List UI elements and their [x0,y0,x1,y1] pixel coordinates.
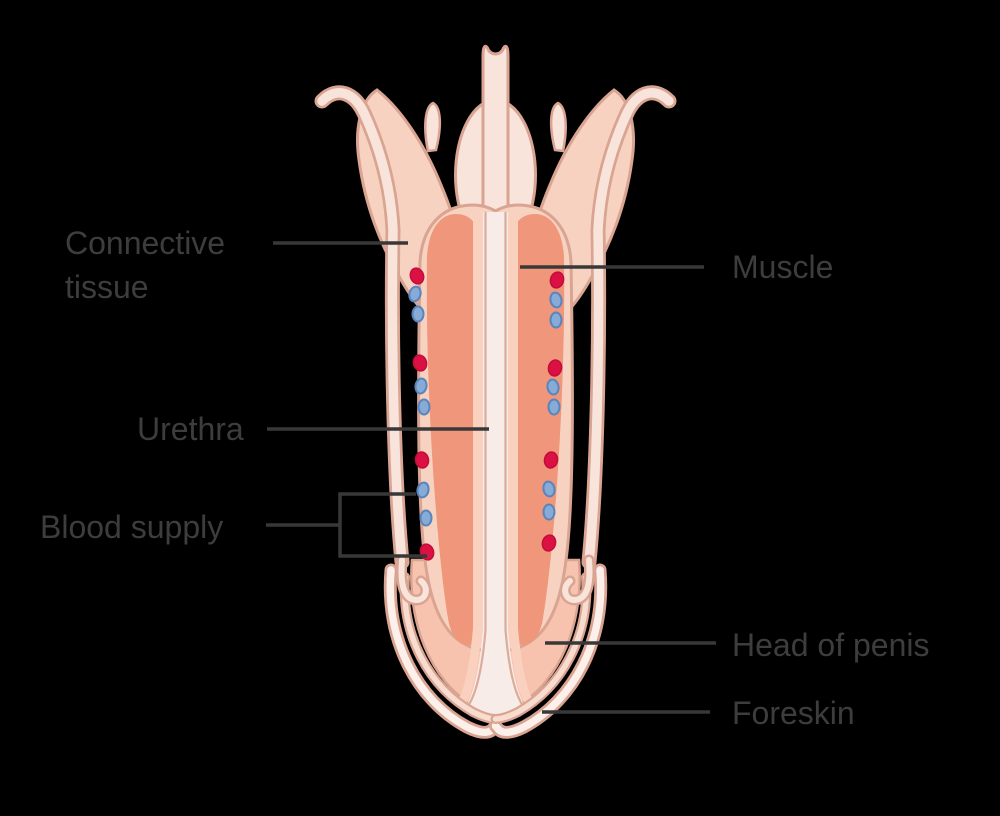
label-blood-supply: Blood supply [40,509,223,545]
urethra-channel [462,210,529,719]
blood-dot-blue [416,481,430,499]
bracket-blood-supply [338,492,427,558]
blood-dots-layer [408,267,565,561]
blood-dot-blue [411,305,425,323]
blood-dot-blue [546,378,560,396]
blood-dot-blue [542,480,556,498]
label-connective-tissue-line1: Connective [65,225,225,261]
bud-right [549,101,567,153]
label-foreskin: Foreskin [732,695,855,731]
blood-dot-blue [549,291,563,309]
urethra-tube-top [481,44,510,222]
label-urethra: Urethra [137,411,244,447]
blood-dot-red [549,271,565,289]
label-head-of-penis: Head of penis [732,627,929,663]
blood-dot-blue [417,398,431,416]
blood-dot-blue [542,503,556,521]
blood-dot-blue [408,285,422,303]
bud-left [424,101,442,153]
blood-dot-red [541,534,557,552]
blood-dot-blue [547,398,561,416]
blood-dot-red [414,451,430,469]
blood-dot-blue [414,377,428,395]
blood-dot-red [409,267,425,285]
label-connective-tissue-line2: tissue [65,269,149,305]
blood-dot-red [543,451,559,469]
urethra-lumen [465,212,526,719]
blood-dot-red [547,359,563,377]
label-muscle: Muscle [732,249,833,285]
blood-dot-blue [549,311,563,329]
blood-dot-red [412,354,428,372]
blood-dot-blue [419,509,433,527]
